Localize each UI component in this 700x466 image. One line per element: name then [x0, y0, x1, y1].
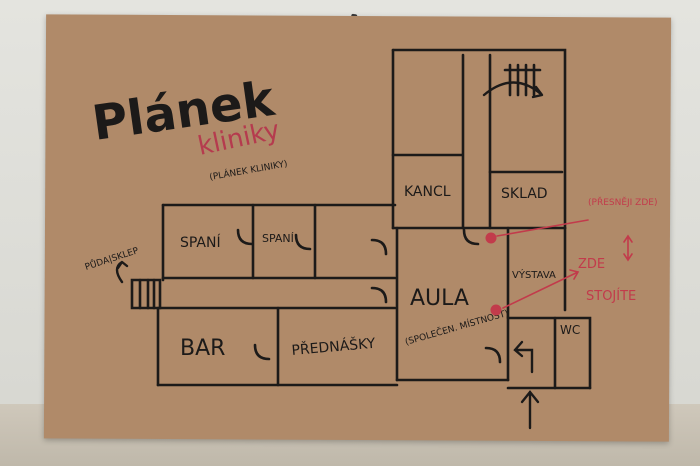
room-pida-sklep: PŮDA|SKLEP: [83, 244, 140, 273]
marker-presneji: (PŘESNĚJI ZDE): [588, 196, 657, 208]
room-prednasky: PŘEDNÁŠKY: [291, 334, 377, 359]
marker-zde: ZDE: [578, 257, 605, 272]
location-markers: (PŘESNĚJI ZDE) ZDE STOJÍTE: [485, 196, 657, 316]
marker-dot-precise: [485, 232, 497, 244]
title-note: (PLÁNEK KLINIKY): [208, 157, 288, 183]
room-vystava: VÝSTAVA: [512, 268, 556, 281]
building-walls: [130, 48, 592, 390]
arrow-icons: [115, 81, 544, 430]
room-spani-2: SPANÍ: [262, 232, 294, 245]
room-kancl: KANCL: [404, 184, 451, 200]
marker-stojite: STOJÍTE: [586, 288, 636, 304]
room-bar: BAR: [180, 336, 225, 361]
room-spani-1: SPANÍ: [180, 234, 221, 251]
room-sklad: SKLAD: [501, 186, 548, 202]
room-aula: AULA: [410, 286, 469, 311]
marker-dot-here: [490, 304, 502, 316]
room-wc: WC: [560, 323, 580, 337]
